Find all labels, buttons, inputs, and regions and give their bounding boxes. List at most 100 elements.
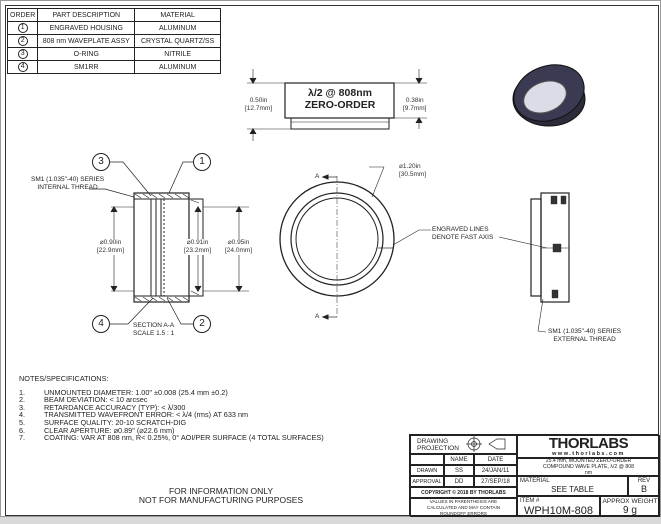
dim-090: ⌀0.90in[22.9mm] bbox=[97, 239, 125, 255]
dim-095: ⌀0.95in[24.0mm] bbox=[225, 239, 253, 255]
fast-axis-line-2: DENOTE FAST AXIS bbox=[432, 234, 494, 241]
dim-body-height: 0.38in[9.7mm] bbox=[403, 97, 426, 113]
order-balloon: 1 bbox=[17, 23, 28, 33]
dim-mm: [9.7mm] bbox=[403, 105, 427, 112]
section-mark-top: A bbox=[315, 173, 320, 180]
balloon-1: 1 bbox=[193, 153, 211, 171]
note-number: 7. bbox=[19, 433, 26, 443]
weight-header: APPROX WEIGHT bbox=[602, 497, 658, 505]
description-cell: SM1RR bbox=[37, 60, 136, 74]
note-item: 7. COATING: VAR AT 808 nm, R< 0.25%, 0° A… bbox=[19, 434, 324, 442]
title-block-lines bbox=[466, 436, 506, 452]
date-header: DATE bbox=[474, 454, 517, 465]
dim-total-height: 0.50in[12.7mm] bbox=[245, 97, 272, 113]
engraving-line-2: ZERO-ORDER bbox=[304, 99, 376, 111]
section-scale: SCALE 1.5 : 1 bbox=[133, 330, 175, 337]
approval-label: APPROVAL bbox=[410, 476, 444, 487]
order-balloon: 3 bbox=[17, 49, 28, 59]
approval-name: DD bbox=[444, 476, 474, 487]
dim-outer-diameter: ⌀1.20in[30.5mm] bbox=[399, 163, 426, 179]
disclaimer-line-1: FOR INFORMATION ONLY bbox=[168, 486, 274, 496]
dim-091: ⌀0.91in[23.2mm] bbox=[184, 239, 212, 255]
drawn-date: 24/JAN/11 bbox=[474, 465, 517, 476]
dim-mm: [30.5mm] bbox=[399, 171, 427, 178]
name-header: NAME bbox=[444, 454, 474, 465]
material-cell: MATERIAL SEE TABLE bbox=[517, 476, 628, 496]
rev-value: B bbox=[640, 484, 647, 494]
note-text: CLEAR APERTURE: ⌀0.89" (⌀22.6 mm) bbox=[44, 425, 175, 435]
section-mark-bottom: A bbox=[315, 313, 320, 320]
dim-in: ⌀1.20in bbox=[399, 163, 421, 170]
material-header: MATERIAL bbox=[520, 478, 550, 484]
engraving-text: λ/2 @ 808nm ZERO-ORDER bbox=[299, 87, 381, 111]
dim-in: ⌀0.95in bbox=[227, 239, 250, 246]
thread-line-1: SM1 (1.035"-40) SERIES bbox=[548, 328, 622, 335]
side-view bbox=[530, 192, 570, 333]
thread-line-2: EXTERNAL THREAD bbox=[553, 336, 616, 343]
material-cell: ALUMINUM bbox=[134, 60, 221, 74]
section-name: SECTION A-A bbox=[133, 322, 175, 329]
part-description: 25.4 mm, MOUNTED ZERO-ORDER COMPOUND WAV… bbox=[517, 458, 660, 476]
thorlabs-logo: THORLABS www.thorlabs.com bbox=[517, 435, 660, 458]
top-view bbox=[247, 69, 427, 141]
note-item: 5. SURFACE QUALITY: 20-10 SCRATCH-DIG bbox=[19, 419, 324, 427]
note-number: 1. bbox=[19, 387, 26, 397]
item-header: ITEM # bbox=[520, 498, 540, 504]
material-value: SEE TABLE bbox=[551, 485, 594, 494]
note-text: BEAM DEVIATION: < 10 arcsec bbox=[44, 395, 148, 405]
note-item: 4.TRANSMITTED WAVEFRONT ERROR: < λ/4 (rm… bbox=[19, 411, 324, 419]
dim-mm: [22.9mm] bbox=[97, 247, 125, 254]
item-number: WPH10M-808 bbox=[523, 504, 594, 517]
weight-cell: APPROX WEIGHT 9 g bbox=[600, 496, 660, 517]
front-view bbox=[279, 166, 548, 320]
note-number: 5. bbox=[19, 417, 26, 427]
note-item: 1.UNMOUNTED DIAMETER: 1.00" ±0.008 (25.4… bbox=[19, 387, 324, 397]
order-balloon: 2 bbox=[17, 36, 28, 46]
values-note: VALUES IN PARENTHESIS ARE CALCULATED AND… bbox=[410, 498, 517, 517]
note-text: TRANSMITTED WAVEFRONT ERROR: < λ/4 (rms)… bbox=[44, 410, 249, 420]
note-item: 3. RETARDANCE ACCURACY (TYP): < λ/300 bbox=[19, 404, 324, 412]
blank-cell bbox=[410, 454, 444, 465]
product-render bbox=[512, 64, 586, 127]
title-block: DRAWING PROJECTION NAME DATE DRAWN SS 24… bbox=[409, 434, 660, 517]
thread-line-1: SM1 (1.035"-40) SERIES bbox=[31, 176, 105, 183]
copyright: COPYRIGHT © 2018 BY THORLABS bbox=[410, 487, 517, 498]
balloon-2: 2 bbox=[193, 315, 211, 333]
dim-in: ⌀0.90in bbox=[99, 239, 122, 246]
note-item: 6. CLEAR APERTURE: ⌀0.89" (⌀22.6 mm) bbox=[19, 425, 324, 435]
drawing-frame bbox=[5, 5, 659, 516]
order-cell: 4 bbox=[6, 60, 39, 74]
dim-mm: [12.7mm] bbox=[245, 105, 273, 112]
note-number: 3. bbox=[19, 402, 26, 412]
dim-mm: [24.0mm] bbox=[225, 247, 253, 254]
drawn-label: DRAWN bbox=[410, 465, 444, 476]
engraving-line-1: λ/2 @ 808nm bbox=[308, 87, 372, 99]
note-text: COATING: VAR AT 808 nm, R< 0.25%, 0° AOI… bbox=[44, 433, 324, 443]
balloon-3: 3 bbox=[92, 153, 110, 171]
fast-axis-line-1: ENGRAVED LINES bbox=[432, 226, 489, 233]
order-balloon: 4 bbox=[17, 62, 28, 72]
weight-value: 9 g bbox=[623, 504, 637, 516]
note-text: SURFACE QUALITY: 20-10 SCRATCH-DIG bbox=[44, 417, 187, 427]
drawing-projection: DRAWING PROJECTION bbox=[410, 435, 517, 454]
note-text: RETARDANCE ACCURACY (TYP): < λ/300 bbox=[44, 402, 186, 412]
item-cell: ITEM # WPH10M-808 bbox=[517, 496, 600, 517]
approval-date: 27/SEP/18 bbox=[474, 476, 517, 487]
dim-mm: [23.2mm] bbox=[184, 247, 212, 254]
logo-text: THORLABS bbox=[548, 434, 629, 452]
note-number: 6. bbox=[19, 425, 26, 435]
order-cell: 2 bbox=[6, 34, 39, 48]
note-item: 2.BEAM DEVIATION: < 10 arcsec bbox=[19, 396, 324, 404]
notes-specifications: NOTES/SPECIFICATIONS: 1.UNMOUNTED DIAMET… bbox=[19, 375, 324, 442]
rev-cell: REV B bbox=[628, 476, 660, 496]
